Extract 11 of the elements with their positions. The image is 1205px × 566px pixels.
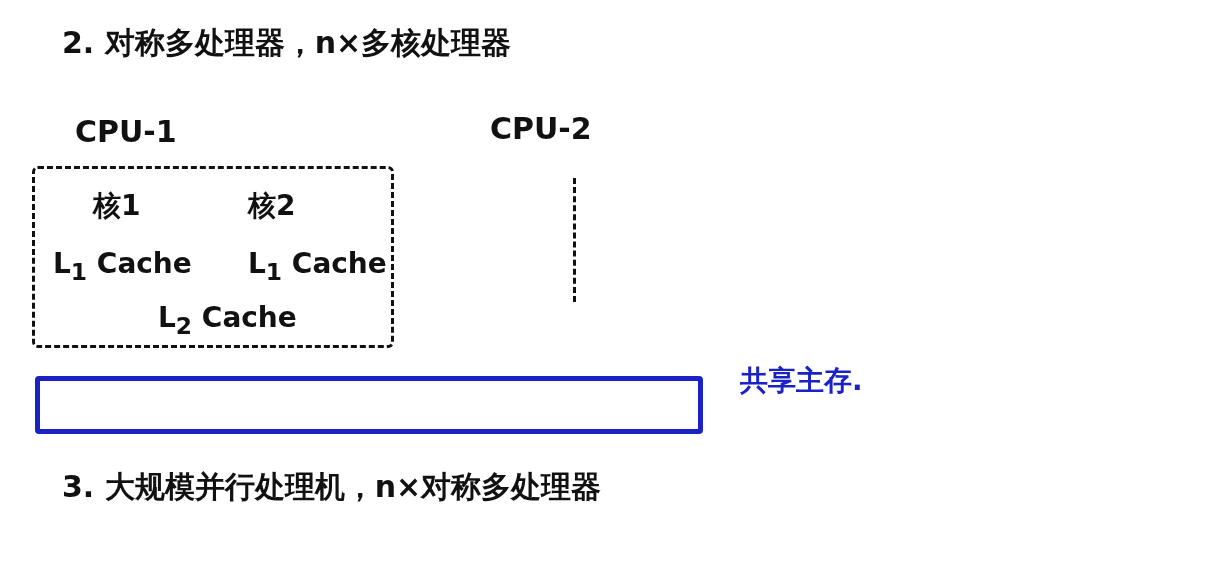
core-label: 核2	[248, 191, 296, 222]
core-label: 核1	[93, 191, 141, 222]
section-heading: 3. 大规模并行处理机，n×对称多处理器	[62, 470, 602, 503]
cache-label: L$_{1}$ Cache	[248, 249, 387, 286]
cpu-label: CPU-1	[75, 115, 177, 148]
section-heading: 2. 对称多处理器，n×多核处理器	[62, 26, 512, 59]
cache-label: L$_{2}$ Cache	[158, 303, 297, 340]
cache-label: L$_{1}$ Cache	[53, 249, 192, 286]
cpu-label: CPU-2	[490, 112, 592, 145]
memory-label: 共享主存.	[740, 366, 863, 397]
memory-bar	[35, 376, 703, 434]
